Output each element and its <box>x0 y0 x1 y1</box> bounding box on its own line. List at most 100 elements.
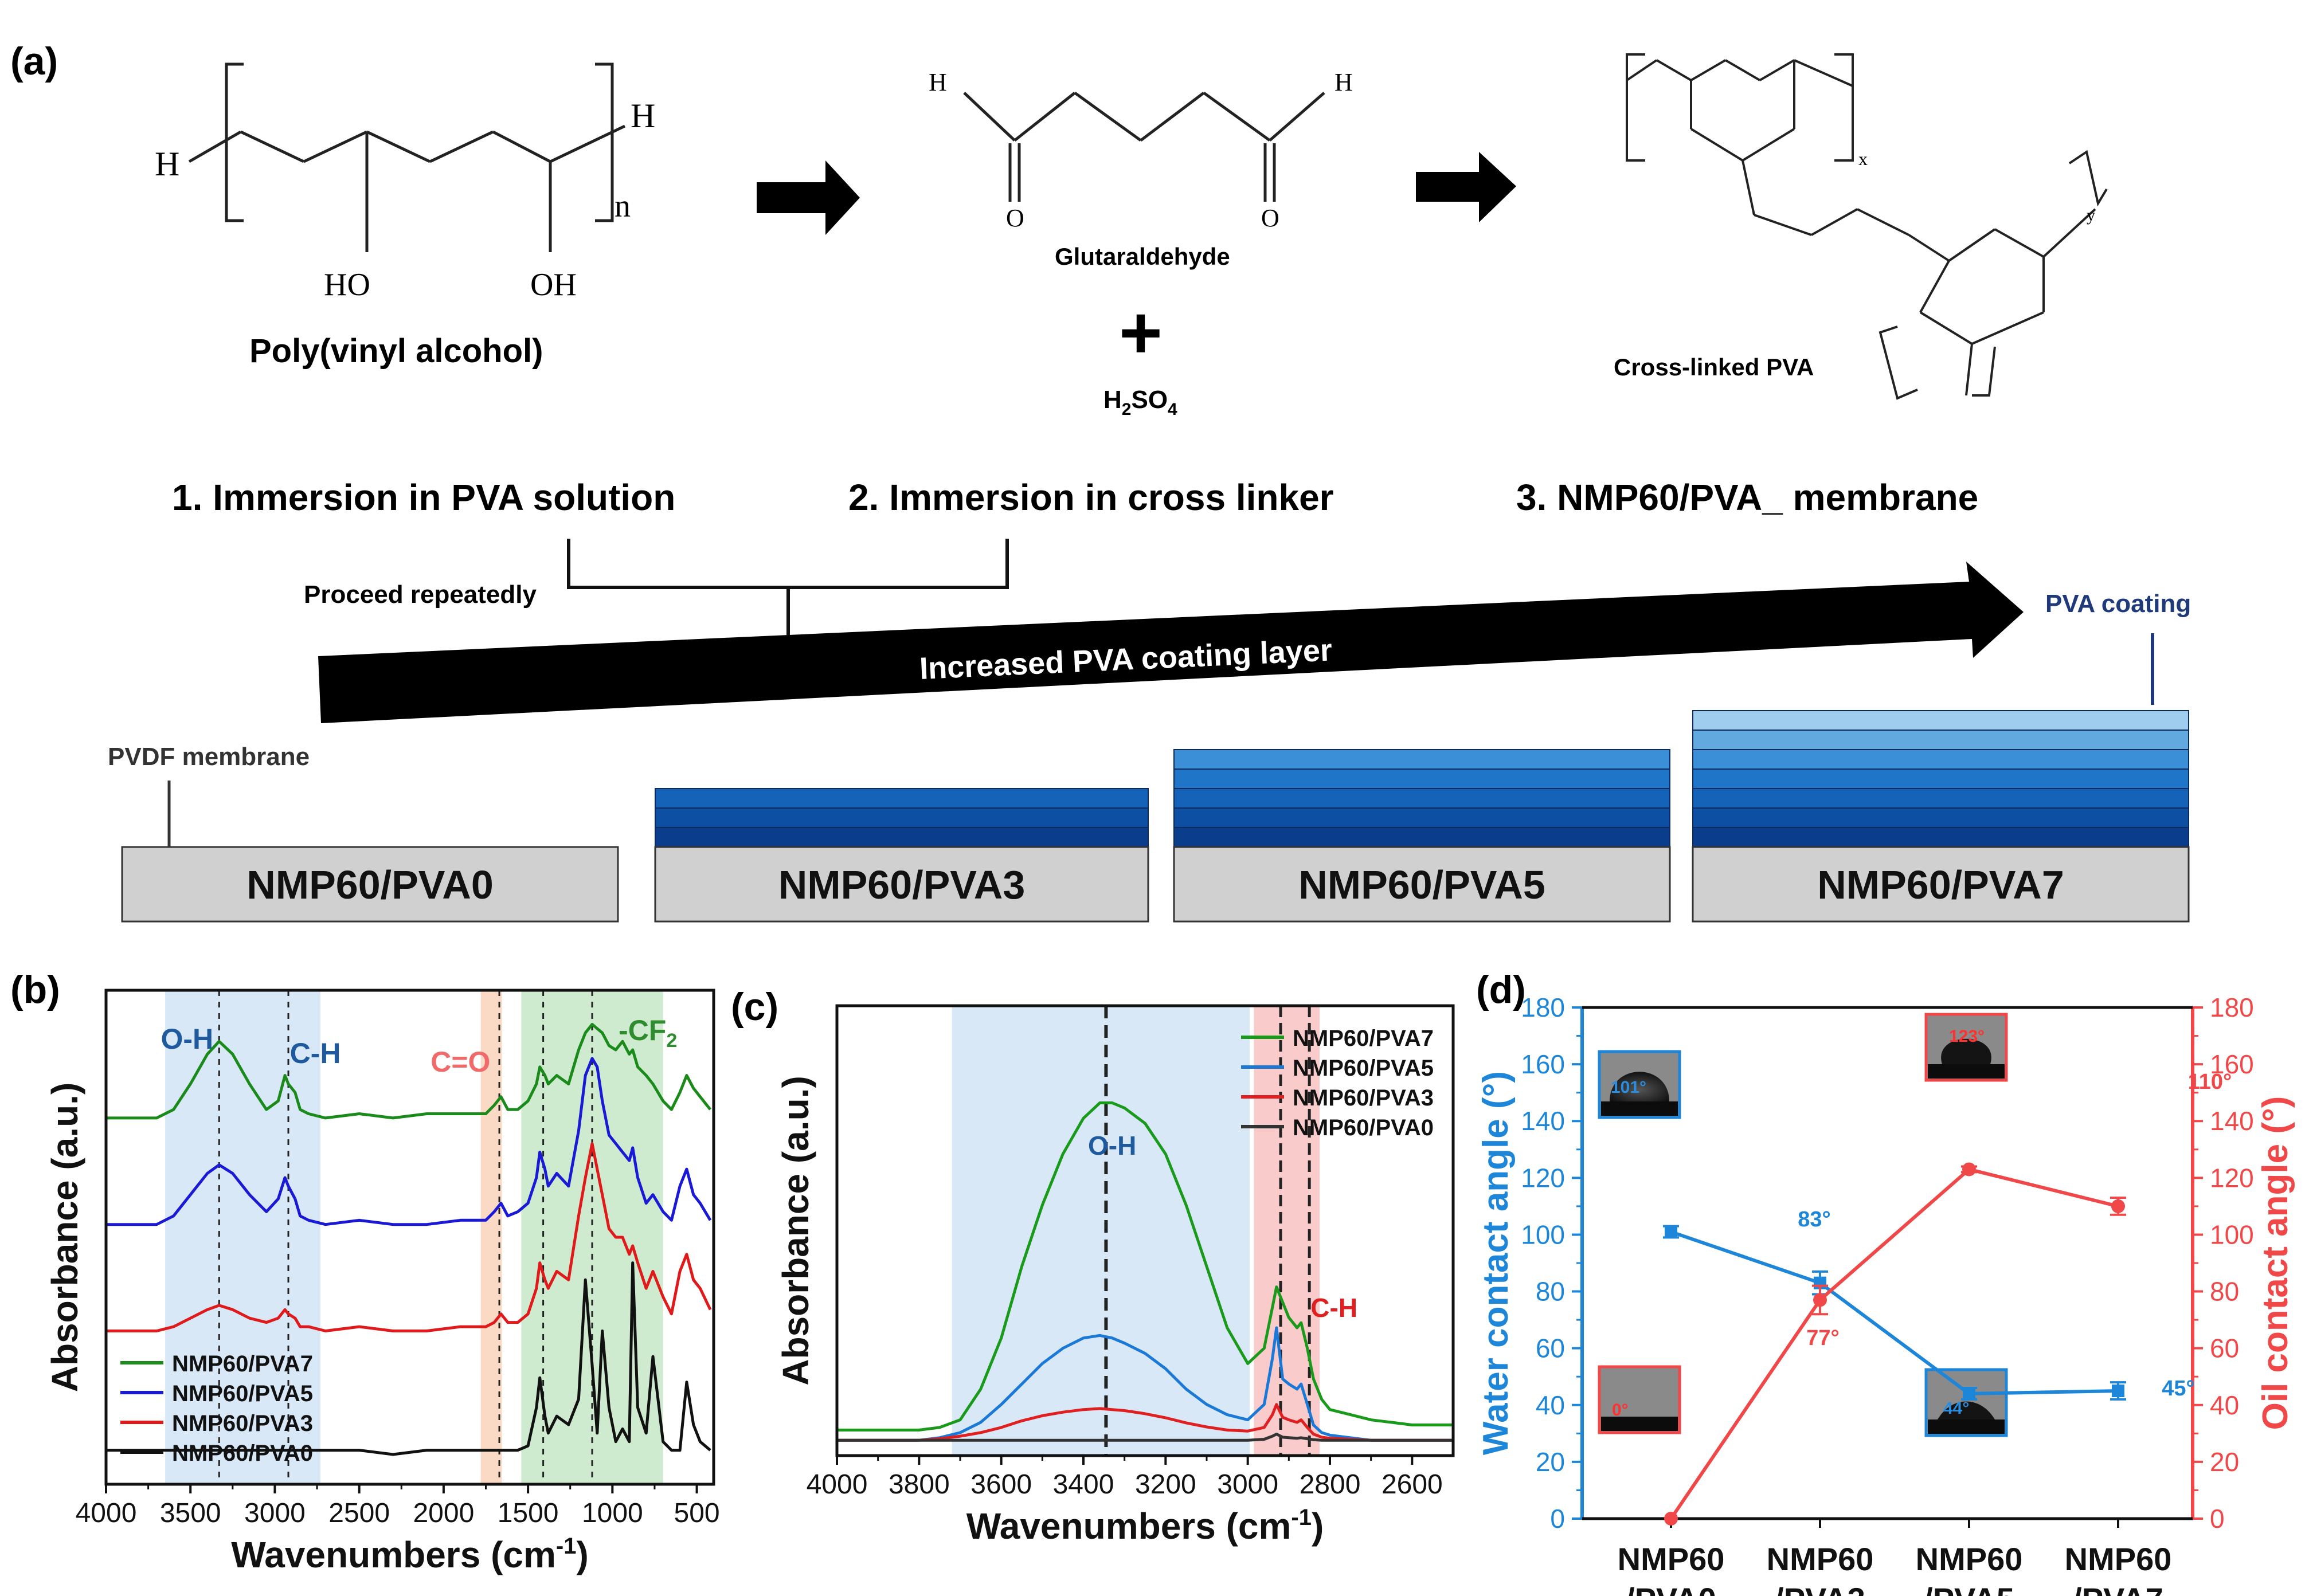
band-label-cf: -CF <box>619 1014 666 1046</box>
droplet-shape <box>1941 1038 1991 1064</box>
pva-h-left: H <box>155 145 179 183</box>
x-axis-title-sup: -1 <box>556 1534 577 1559</box>
category-label: NMP60 <box>1618 1541 1725 1577</box>
pva-structure <box>188 62 626 252</box>
step-2-label: 2. Immersion in cross linker <box>848 477 1334 518</box>
pva-ho: HO <box>324 267 370 303</box>
crosslinked-structure <box>1626 53 2108 400</box>
pva-layer <box>1173 827 1670 848</box>
right-tick-label: 140 <box>2210 1106 2254 1136</box>
legend-label: NMP60/PVA0 <box>172 1441 313 1466</box>
panel-c-label: (c) <box>731 985 778 1029</box>
legend-label: NMP60/PVA0 <box>1293 1115 1434 1140</box>
x-axis-title-main: Wavenumbers (cm <box>966 1505 1292 1547</box>
sulfuric-acid: H2SO4 <box>1103 386 1177 419</box>
inset-substrate <box>1928 1419 2005 1434</box>
inset-substrate <box>1601 1417 1678 1431</box>
legend-label: NMP60/PVA5 <box>172 1381 313 1406</box>
right-tick-label: 180 <box>2210 993 2254 1022</box>
glutaraldehyde-h2: H <box>1334 68 1353 96</box>
right-tick-label: 60 <box>2210 1334 2239 1363</box>
membrane-1: NMP60/PVA3 <box>654 788 1149 923</box>
left-tick-label: 80 <box>1536 1277 1565 1307</box>
pva-layer <box>1692 730 2189 750</box>
x-tick-label: 4000 <box>76 1498 137 1528</box>
data-marker-water <box>1665 1225 1677 1238</box>
x-axis-title-end: ) <box>1312 1505 1324 1547</box>
left-tick-label: 40 <box>1536 1390 1565 1420</box>
crosslinked-y: y <box>2087 206 2095 225</box>
series-line-NMP60/PVA0 <box>837 1433 1453 1442</box>
data-label: 83° <box>1798 1207 1830 1232</box>
x-axis-title: Wavenumbers (cm-1) <box>231 1534 589 1575</box>
pva-layer <box>1173 768 1670 789</box>
glutaraldehyde-h1: H <box>929 68 947 96</box>
data-label: 110° <box>2188 1070 2232 1094</box>
data-label: 45° <box>2162 1377 2194 1401</box>
glutaraldehyde-structure <box>963 91 1325 202</box>
x-tick-label: 3200 <box>1135 1469 1196 1500</box>
membrane-2: NMP60/PVA5 <box>1173 749 1671 923</box>
coating-arrow <box>318 562 2024 723</box>
pva-layer <box>655 807 1149 828</box>
series-line-NMP60/PVA7 <box>837 1101 1453 1432</box>
crosslinked-name: Cross-linked PVA <box>1614 354 1814 381</box>
x-tick-label: 3400 <box>1053 1469 1114 1500</box>
band-label-oh: O-H <box>1088 1131 1136 1160</box>
pva-layer <box>1173 807 1670 828</box>
membrane-label: NMP60/PVA0 <box>246 862 494 907</box>
inset-label: 0° <box>1612 1401 1629 1419</box>
plot-frame <box>104 989 715 1486</box>
pva-layer <box>655 788 1149 809</box>
x-tick-label: 4000 <box>807 1469 868 1500</box>
pva-coating-label: PVA coating <box>2045 590 2191 618</box>
x-axis-title-sup: -1 <box>1291 1505 1312 1530</box>
data-marker-water <box>2112 1385 2124 1397</box>
data-marker-oil <box>1664 1512 1678 1526</box>
x-tick-label: 500 <box>674 1498 720 1528</box>
series-line-NMP60/PVA3 <box>837 1403 1453 1442</box>
pvdf-base <box>1692 846 2190 923</box>
reaction-arrow-2 <box>1416 152 1516 222</box>
legend-label: NMP60/PVA3 <box>172 1411 313 1436</box>
panel-d-label: (d) <box>1476 968 1526 1011</box>
left-tick-label: 100 <box>1521 1219 1565 1249</box>
x-axis-title: Wavenumbers (cm-1) <box>966 1505 1324 1547</box>
x-tick-label: 3600 <box>970 1469 1032 1500</box>
right-tick-label: 0 <box>2210 1504 2225 1534</box>
data-marker-oil <box>1813 1293 1827 1307</box>
right-tick-label: 20 <box>2210 1447 2239 1477</box>
pva-layer <box>1692 788 2189 809</box>
legend-label: NMP60/PVA5 <box>1293 1056 1434 1081</box>
data-marker-water <box>1963 1387 1975 1400</box>
x-axis-title-main: Wavenumbers (cm <box>231 1534 556 1575</box>
panel-b-label: (b) <box>10 968 60 1011</box>
band-label: O-H <box>161 1023 214 1055</box>
right-tick-label: 100 <box>2210 1219 2254 1249</box>
glutaraldehyde-name: Glutaraldehyde <box>1055 243 1230 270</box>
x-tick-label: 2500 <box>328 1498 390 1528</box>
repeat-bracket <box>567 539 1009 589</box>
panel-a: (a) H H n HO OH Poly(vinyl alcohol) <box>10 40 2191 923</box>
pvdf-base <box>654 846 1149 923</box>
proceed-repeatedly: Proceed repeatedly <box>304 581 537 609</box>
x-tick-label: 3000 <box>1217 1469 1278 1500</box>
series-line-NMP60/PVA7 <box>106 1022 712 1120</box>
left-tick-label: 160 <box>1521 1049 1565 1079</box>
pva-layer <box>1692 768 2189 789</box>
droplet-inset-0: 101° <box>1598 1050 1681 1119</box>
droplet-inset-3: 44° <box>1924 1368 2008 1437</box>
x-axis-title-end: ) <box>576 1534 588 1575</box>
data-marker-oil <box>1962 1162 1976 1177</box>
glutaraldehyde-o2: O <box>1261 204 1279 232</box>
inset-label: 44° <box>1943 1399 1969 1418</box>
y-axis-title: Absorbance (a.u.) <box>775 1076 816 1386</box>
left-tick-label: 60 <box>1536 1334 1565 1363</box>
left-axis-title: Water contact angle (°) <box>1476 1071 1516 1455</box>
series-line-NMP60/PVA5 <box>837 1326 1453 1442</box>
category-label: /PVA7 <box>2073 1581 2163 1596</box>
data-label: 77° <box>1806 1326 1839 1350</box>
plus-sign: + <box>1119 291 1163 374</box>
right-axis-title: Oil contact angle (°) <box>2256 1096 2295 1430</box>
